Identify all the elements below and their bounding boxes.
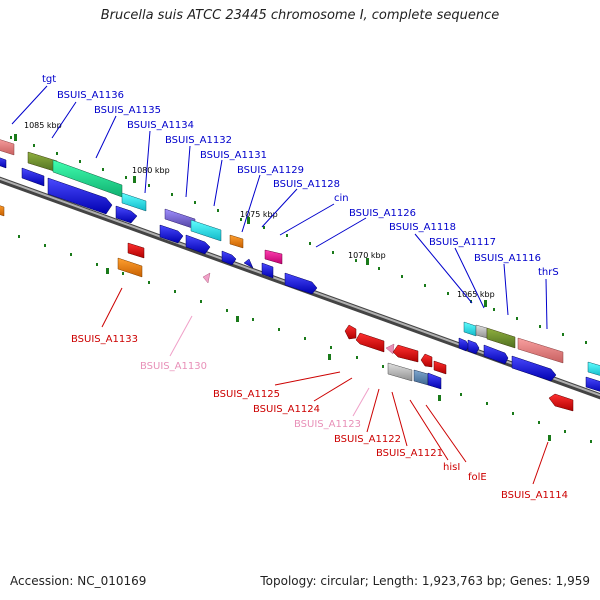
- gene-blue-7: [243, 258, 254, 269]
- label-hisi: hisI: [443, 462, 460, 473]
- gene-red-a1125: [344, 324, 357, 340]
- gene-blue-3: [115, 205, 138, 224]
- gene-orange-a1129: [229, 234, 244, 249]
- gene-blue-10: [458, 337, 470, 352]
- gene-gray-his: [387, 362, 413, 382]
- gene-red-a1114: [548, 393, 574, 412]
- gene-cyan-right: [587, 361, 600, 376]
- scale-ticks-upper: [10, 136, 587, 344]
- gene-blue-9: [284, 272, 318, 295]
- label-bsuis-a1128: BSUIS_A1128: [273, 179, 340, 190]
- gene-olive-a1116: [486, 327, 516, 349]
- label-bsuis-a1129: BSUIS_A1129: [237, 165, 304, 176]
- label-bsuis-a1135: BSUIS_A1135: [94, 105, 161, 116]
- label-bsuis-a1123: BSUIS_A1123: [294, 419, 361, 430]
- label-tgt: tgt: [42, 74, 56, 85]
- gene-red-a1121: [420, 353, 433, 368]
- gene-red-a1122: [392, 344, 419, 363]
- gene-blue-5: [185, 234, 211, 255]
- label-bsuis-a1133: BSUIS_A1133: [71, 334, 138, 345]
- label-thrs: thrS: [538, 267, 559, 278]
- gene-gray-a1118b: [475, 324, 488, 339]
- map-title: Brucella suis ATCC 23445 chromosome I, c…: [100, 8, 500, 23]
- label-bsuis-a1118: BSUIS_A1118: [389, 222, 456, 233]
- label-bsuis-a1126: BSUIS_A1126: [349, 208, 416, 219]
- features-upper-colored[interactable]: [0, 138, 600, 377]
- gene-blue-13: [511, 355, 557, 382]
- label-bsuis-a1122: BSUIS_A1122: [334, 434, 401, 445]
- gene-pink-a1130: [202, 272, 211, 284]
- gene-cyan-a1118: [463, 321, 477, 337]
- label-bsuis-a1117: BSUIS_A1117: [429, 237, 496, 248]
- gene-blue-2: [47, 177, 113, 215]
- gene-cyan-a1131: [190, 219, 222, 242]
- gene-blue-fole: [427, 372, 442, 390]
- gene-blue-11: [467, 339, 480, 355]
- bottom-labels: BSUIS_A1133 BSUIS_A1130 BSUIS_A1125 BSUI…: [71, 334, 568, 501]
- kbp-label-1080: 1080 kbp: [132, 166, 170, 175]
- gene-steel-fole: [413, 369, 429, 386]
- gene-blue-1: [21, 167, 45, 187]
- label-bsuis-a1114: BSUIS_A1114: [501, 490, 568, 501]
- label-fole: folE: [468, 472, 487, 483]
- gene-orange-left: [0, 205, 5, 217]
- kbp-label-1065: 1065 kbp: [457, 290, 495, 299]
- gene-blue-14: [585, 376, 600, 392]
- label-bsuis-a1136: BSUIS_A1136: [57, 90, 124, 101]
- gene-orange-a1133: [117, 257, 143, 278]
- gene-blue-left: [0, 157, 7, 169]
- gene-blue-6: [221, 250, 237, 266]
- gene-salmon-thrs: [517, 337, 564, 364]
- label-bsuis-a1130: BSUIS_A1130: [140, 361, 207, 372]
- label-bsuis-a1124: BSUIS_A1124: [253, 404, 320, 415]
- label-bsuis-a1121: BSUIS_A1121: [376, 448, 443, 459]
- label-cin: cin: [334, 193, 349, 204]
- label-bsuis-a1125: BSUIS_A1125: [213, 389, 280, 400]
- accession-text: Accession: NC_010169: [10, 574, 147, 588]
- leader-lines-bottom: [101, 287, 549, 485]
- label-bsuis-a1131: BSUIS_A1131: [200, 150, 267, 161]
- label-bsuis-a1116: BSUIS_A1116: [474, 253, 541, 264]
- features-lower[interactable]: [0, 204, 574, 412]
- leader-lines-top: [11, 85, 548, 330]
- major-ticks: [14, 134, 487, 307]
- features-upper-blue[interactable]: [0, 156, 600, 393]
- gene-olive-a1136: [27, 151, 58, 173]
- gene-cyan-a1134: [121, 192, 147, 212]
- gene-pink-a1123: [385, 343, 395, 355]
- gene-blue-12: [483, 344, 509, 365]
- gene-purple-a1132: [164, 208, 196, 230]
- kbp-label-1075: 1075 kbp: [240, 210, 278, 219]
- gene-magenta-cin: [264, 249, 283, 265]
- gene-red-a1133: [127, 242, 145, 259]
- label-bsuis-a1134: BSUIS_A1134: [127, 120, 194, 131]
- gene-red-hisi: [433, 360, 447, 375]
- kbp-label-1070: 1070 kbp: [348, 251, 386, 260]
- gene-red-a1124: [355, 332, 385, 353]
- kbp-label-1085: 1085 kbp: [24, 121, 62, 130]
- kbp-scale-labels: 1085 kbp 1080 kbp 1075 kbp 1070 kbp 1065…: [24, 121, 495, 299]
- label-bsuis-a1132: BSUIS_A1132: [165, 135, 232, 146]
- top-labels: tgt BSUIS_A1136 BSUIS_A1135 BSUIS_A1134 …: [42, 74, 559, 278]
- gene-blue-4: [159, 224, 184, 244]
- topology-text: Topology: circular; Length: 1,923,763 bp…: [260, 574, 590, 588]
- gene-salmon-left: [0, 139, 15, 156]
- gene-blue-8: [261, 262, 274, 279]
